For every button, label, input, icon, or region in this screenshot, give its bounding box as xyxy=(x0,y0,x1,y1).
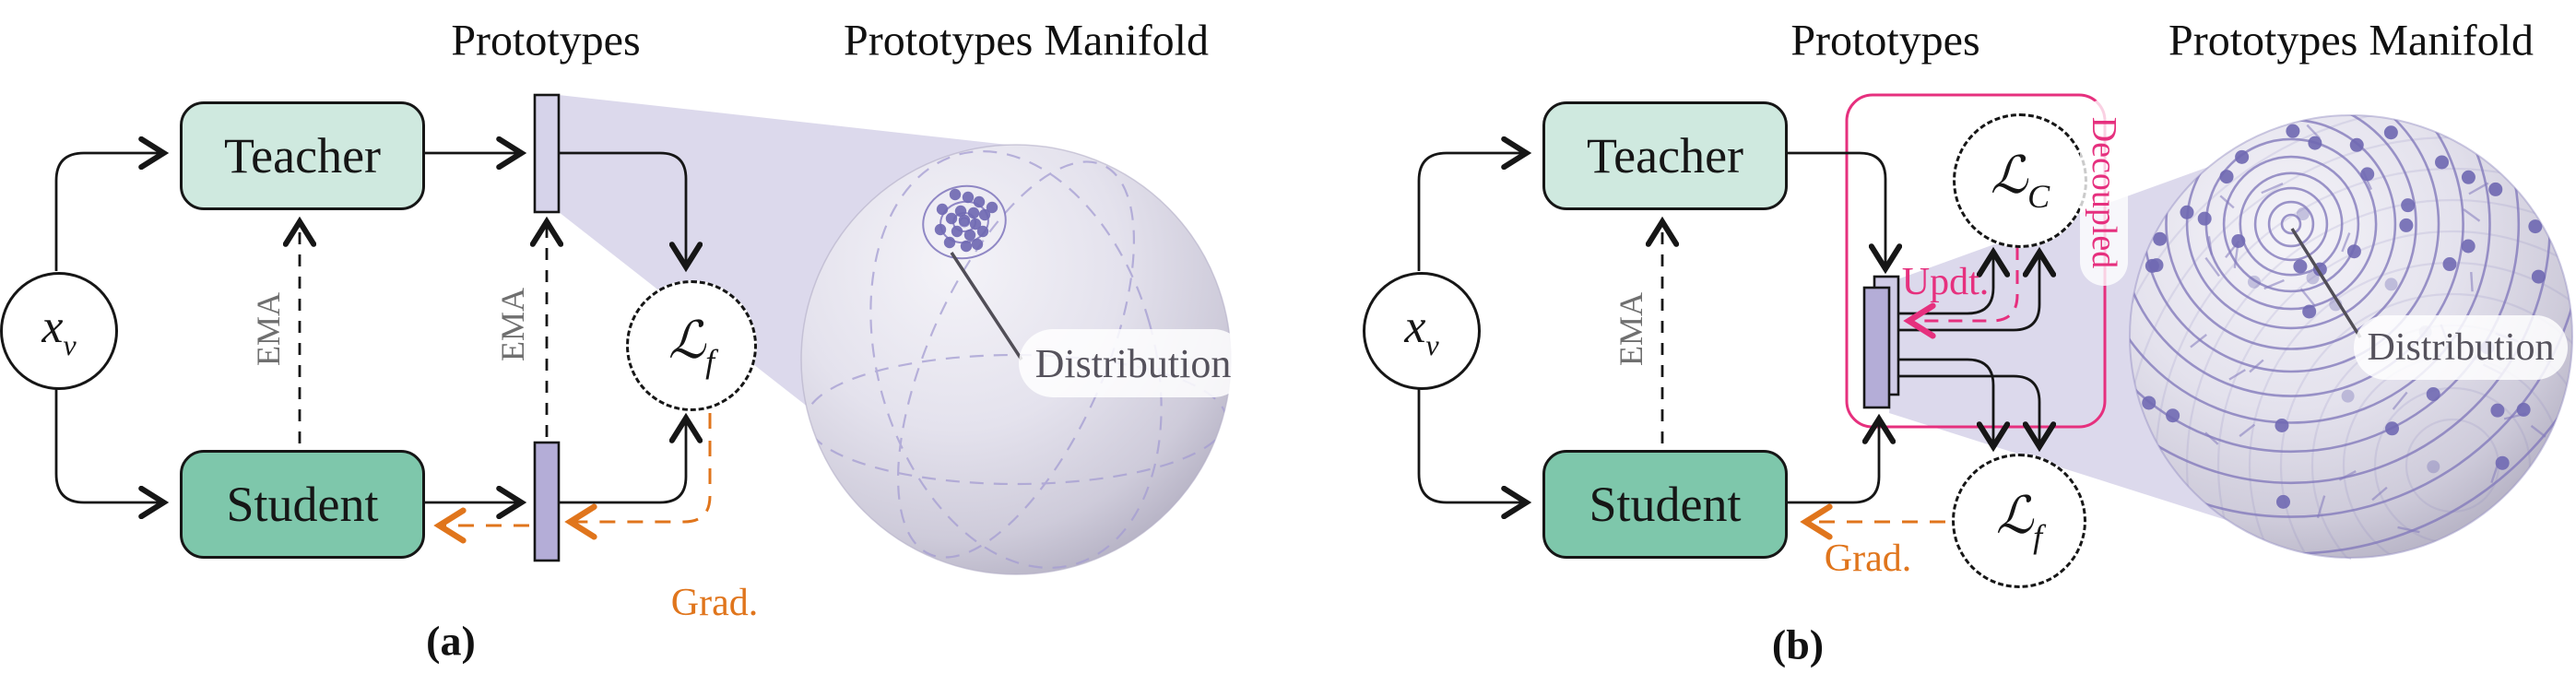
title-prototypes-b: Prototypes xyxy=(1790,16,1980,65)
loss-f-sub-b: f xyxy=(2033,518,2043,555)
teacher-label-a: Teacher xyxy=(223,128,382,183)
distribution-pill-b: Distribution xyxy=(2354,315,2568,380)
ema-label-prototypes-a: EMA xyxy=(494,288,531,361)
loss-c-node-b: ℒC xyxy=(1953,113,2087,248)
distribution-pointer-line-a xyxy=(950,252,1023,360)
prototype-bar-student-a xyxy=(533,441,561,562)
teacher-label-b: Teacher xyxy=(1586,128,1744,183)
update-label-b: Updt. xyxy=(1901,261,1990,303)
student-box-b: Student xyxy=(1542,450,1788,559)
distribution-label-a: Distribution xyxy=(1034,340,1232,386)
loss-f-node-b: ℒf xyxy=(1952,454,2086,588)
update-arrow xyxy=(1903,246,2019,339)
grad-label-b: Grad. xyxy=(1824,537,1912,580)
prototype-bar-teacher-a xyxy=(533,93,561,214)
input-node-b: xv xyxy=(1363,272,1481,390)
teacher-box-a: Teacher xyxy=(180,101,425,210)
connectors-a xyxy=(54,136,703,520)
ema-label-teacher-b: EMA xyxy=(1613,292,1649,366)
loss-f-label-a: ℒ xyxy=(668,313,706,370)
title-manifold-a: Prototypes Manifold xyxy=(844,16,1209,65)
loss-c-sub-b: C xyxy=(2027,178,2050,215)
connectors-b xyxy=(1417,136,2057,520)
student-label-a: Student xyxy=(226,477,379,532)
input-sub-b: v xyxy=(1425,328,1439,361)
student-box-a: Student xyxy=(180,450,425,559)
title-prototypes-a: Prototypes xyxy=(451,16,641,65)
caption-a: (a) xyxy=(426,617,476,665)
ema-label-teacher-a: EMA xyxy=(250,292,287,366)
title-manifold-b: Prototypes Manifold xyxy=(2168,16,2534,65)
teacher-box-b: Teacher xyxy=(1542,101,1788,210)
loss-f-sub-a: f xyxy=(705,343,715,380)
loss-c-label-b: ℒ xyxy=(1990,148,2028,205)
grad-arrows-a xyxy=(433,413,712,544)
input-label-a: x xyxy=(41,301,64,353)
distribution-pointer-line-b xyxy=(2290,228,2362,338)
manifold-sphere-b xyxy=(2129,114,2573,559)
input-label-b: x xyxy=(1404,301,1426,353)
distribution-label-b: Distribution xyxy=(2367,326,2555,369)
input-sub-a: v xyxy=(63,328,77,361)
loss-f-node-a: ℒf xyxy=(626,280,757,411)
student-label-b: Student xyxy=(1589,477,1742,532)
input-node-a: xv xyxy=(0,272,118,390)
decoupled-label: Decoupled xyxy=(2085,116,2123,269)
distribution-cluster xyxy=(922,184,1007,260)
caption-b: (b) xyxy=(1771,620,1825,668)
distribution-pill-a: Distribution xyxy=(1019,329,1247,397)
decoupled-pill xyxy=(2080,100,2128,286)
manifold-sphere-a xyxy=(800,144,1232,575)
grad-label-a: Grad. xyxy=(670,582,759,624)
prototype-bar-front-b xyxy=(1862,286,1891,409)
loss-f-label-b: ℒ xyxy=(1995,488,2034,545)
